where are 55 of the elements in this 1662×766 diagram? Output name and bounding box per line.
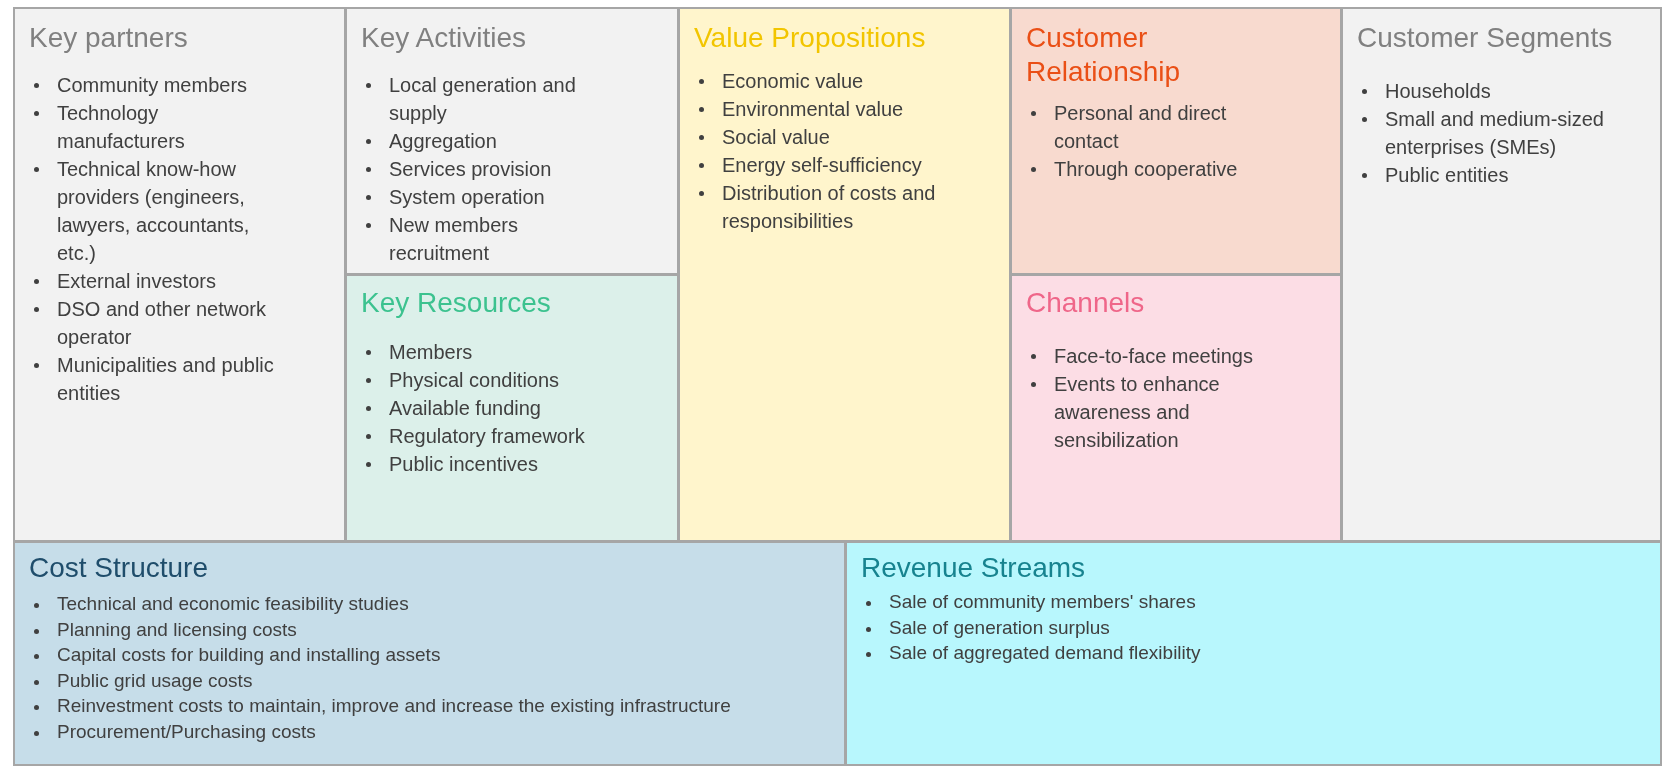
bullet-text: Through cooperative — [1054, 157, 1238, 182]
bullet-text: Reinvestment costs to maintain, improve and increase the existing infrastructure — [57, 694, 731, 718]
bullet-text: Economic value — [722, 69, 864, 94]
canvas-section — [678, 7, 1011, 542]
bullet-text: Face-to-face meetings — [1054, 344, 1253, 369]
canvas-section — [1341, 7, 1662, 542]
bullet-text: Sale of generation surplus — [889, 615, 1110, 640]
section-heading: Channels — [1026, 286, 1146, 320]
bullet-text: Physical conditions — [389, 368, 560, 393]
bullet-text: Technology manufacturers — [57, 101, 186, 154]
bullet-text: Events to enhance awareness and sensibilization — [1054, 372, 1221, 453]
section-heading: Value Propositions — [694, 21, 927, 55]
bullet-text: Households — [1385, 79, 1491, 104]
section-heading: Cost Structure — [29, 551, 209, 585]
bullet-text: Public entities — [1385, 163, 1509, 188]
bullet-text: Environmental value — [722, 97, 904, 122]
bullet-text: New members recruitment — [389, 213, 519, 266]
bullet-text: Energy self-sufficiency — [722, 153, 922, 178]
canvas-section — [1010, 7, 1342, 275]
bullet-text: DSO and other network operator — [57, 297, 267, 350]
bullet-text: Technical know-how providers (engineers, lawyers, accountants, etc.) — [57, 157, 251, 266]
bullet-text: Public grid usage costs — [57, 668, 253, 693]
canvas-section — [845, 541, 1662, 766]
bullet-text: Social value — [722, 125, 830, 150]
canvas-section — [1010, 274, 1342, 542]
bullet-text: Members — [389, 340, 473, 365]
bullet-text: Small and medium-sized enterprises (SMEs) — [1385, 107, 1605, 160]
canvas-section — [13, 541, 846, 766]
bullet-text: Aggregation — [389, 129, 497, 154]
canvas-section — [345, 274, 679, 542]
section-heading: Customer Segments — [1357, 21, 1614, 55]
section-heading: Key Resources — [361, 286, 552, 320]
bullet-text: Sale of community members' shares — [889, 590, 1196, 614]
bullet-text: Personal and direct contact — [1054, 101, 1228, 154]
bullet-text: Sale of aggregated demand flexibility — [889, 641, 1201, 665]
bullet-text: Local generation and supply — [389, 73, 577, 126]
bullet-text: System operation — [389, 185, 545, 210]
section-heading: Key Activities — [361, 21, 527, 55]
bullet-text: Technical and economic feasibility studies — [57, 592, 409, 616]
bullet-text: Distribution of costs and responsibilities — [722, 181, 937, 234]
bullet-text: Community members — [57, 73, 248, 98]
bullet-text: Services provision — [389, 157, 552, 182]
bullet-text: Available funding — [389, 396, 541, 421]
section-heading: Revenue Streams — [861, 551, 1087, 585]
canvas-section — [13, 7, 346, 542]
bullet-text: Regulatory framework — [389, 424, 585, 449]
bullet-text: Planning and licensing costs — [57, 617, 297, 642]
bullet-text: Public incentives — [389, 452, 538, 477]
bullet-text: Municipalities and public entities — [57, 353, 275, 406]
bullet-text: Procurement/Purchasing costs — [57, 719, 316, 744]
bullet-text: External investors — [57, 269, 216, 294]
section-heading: Customer Relationship — [1026, 21, 1182, 89]
bullet-text: Capital costs for building and installing assets — [57, 643, 441, 667]
section-heading: Key partners — [29, 21, 189, 55]
canvas-section — [345, 7, 679, 275]
